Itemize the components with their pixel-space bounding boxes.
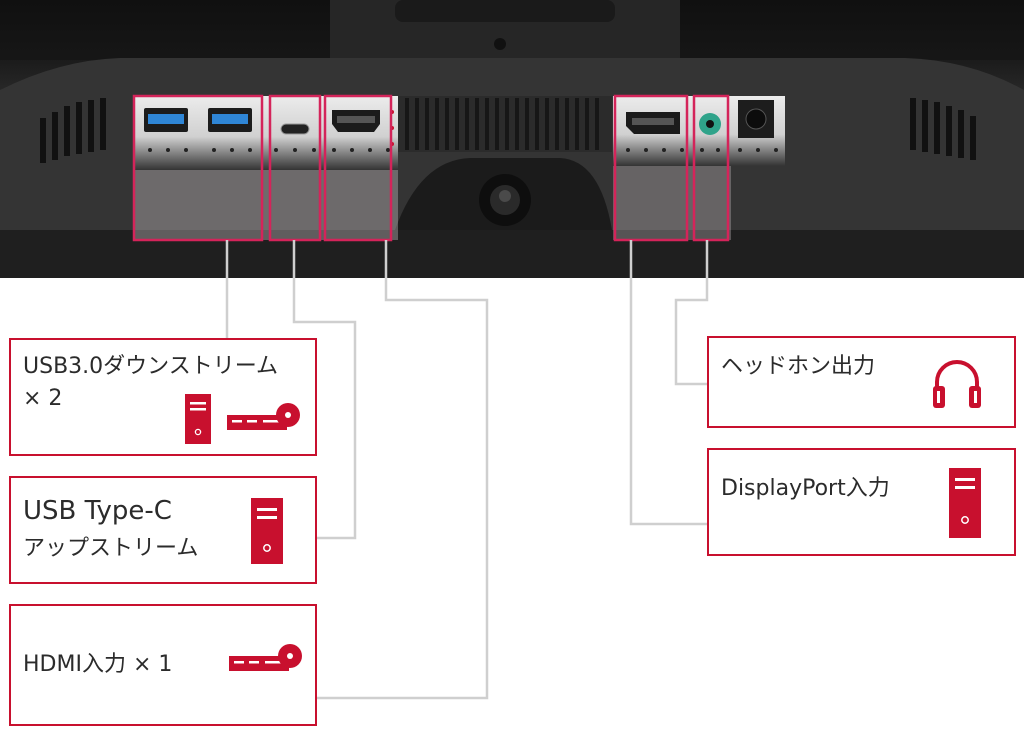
usb-typec-sub-label: アップストリーム [23, 536, 199, 561]
pc-tower-icon [251, 498, 283, 564]
callout-displayport: DisplayPort入力 [707, 448, 1016, 556]
displayport-label: DisplayPort入力 [721, 476, 890, 501]
callout-usb-downstream: USB3.0ダウンストリーム × 2 [9, 338, 317, 456]
hdmi-label: HDMI入力 × 1 [23, 652, 173, 677]
headphone-label: ヘッドホン出力 [721, 354, 876, 379]
monitor-rear-panel [0, 0, 1024, 278]
dvd-player-icon [227, 403, 300, 430]
callout-hdmi: HDMI入力 × 1 [9, 604, 317, 726]
callout-usb-typec: USB Type-C アップストリーム [9, 476, 317, 584]
highlight-usb-downstream [132, 94, 264, 242]
headphones-icon [933, 360, 981, 408]
pc-tower-icon [949, 468, 981, 538]
usb-downstream-label: USB3.0ダウンストリーム [23, 354, 279, 379]
highlight-headphone [692, 94, 730, 242]
pc-tower-icon [185, 394, 211, 444]
dvd-player-icon [229, 644, 302, 671]
usb-a-port-1 [144, 108, 188, 132]
callout-headphone: ヘッドホン出力 [707, 336, 1016, 428]
usb-typec-label: USB Type-C [23, 496, 172, 526]
usb-downstream-count: × 2 [23, 386, 63, 411]
usb-a-port-2 [208, 108, 252, 132]
